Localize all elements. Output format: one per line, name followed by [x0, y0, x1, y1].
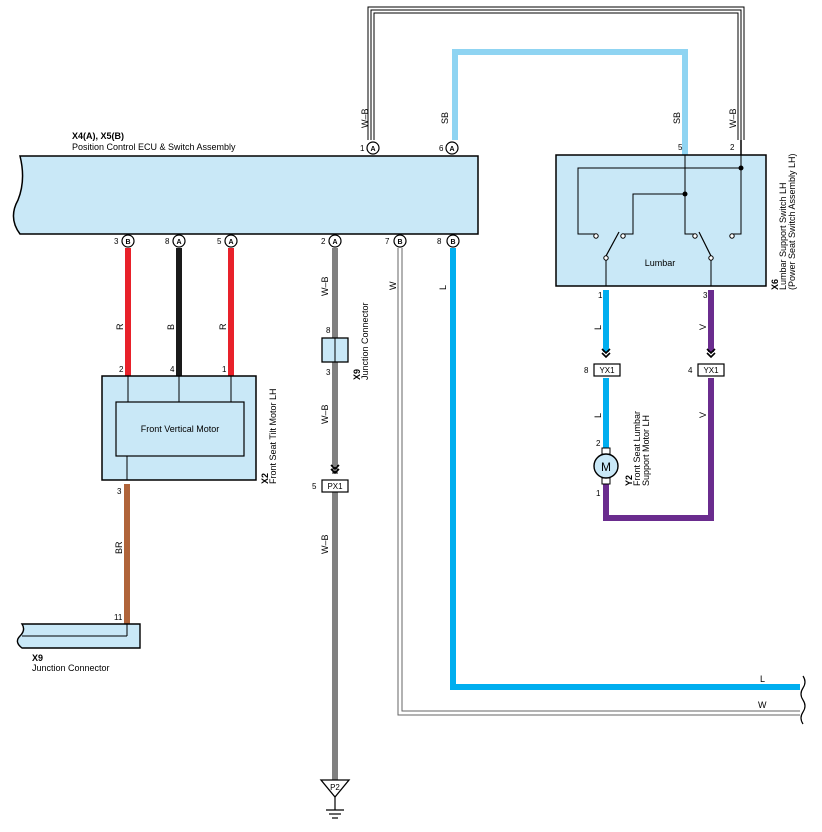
- connector-letter: B: [397, 239, 402, 246]
- ecu-assembly: X4(A), X5(B) Position Control ECU & Swit…: [12, 131, 479, 235]
- wire-label: V: [698, 412, 708, 418]
- jc-top-name: Junction Connector: [360, 302, 370, 380]
- wire-wb-top-loop: [367, 6, 745, 140]
- pin-mot-1: 1: [596, 489, 601, 498]
- connector-letter: A: [370, 146, 375, 153]
- pin-mot-2: 2: [596, 439, 601, 448]
- pin-sw-1: 1: [598, 291, 603, 300]
- connector-px1-label: PX1: [327, 482, 343, 491]
- connector-badge-b: [121, 234, 135, 248]
- ecu-name: Position Control ECU & Switch Assembly: [72, 142, 236, 152]
- connector-letter: B: [125, 239, 130, 246]
- pin-ecu-b8b: 8: [437, 237, 442, 246]
- connector-letter: A: [176, 239, 181, 246]
- lumbar-motor: M: [593, 447, 619, 485]
- wire-label: W–B: [728, 108, 738, 128]
- connector-badge-b: [446, 234, 460, 248]
- lumbar-switch-name: Lumbar Support Switch LH: [778, 182, 788, 290]
- junction-connector-x9-bottom: [16, 623, 141, 649]
- pin-ecu-b3: 3: [114, 237, 119, 246]
- jc-bottom-name: Junction Connector: [32, 663, 110, 673]
- tilt-motor-name: Front Seat Tilt Motor LH: [268, 388, 278, 484]
- pin-ecu-b8a: 8: [165, 237, 170, 246]
- wire-label: BR: [114, 541, 124, 554]
- pin-yx1-4: 4: [688, 366, 693, 375]
- connector-badge-a: [366, 141, 380, 155]
- connector-letter: A: [449, 146, 454, 153]
- wire-label: L: [760, 674, 765, 684]
- wire-label: L: [593, 325, 603, 330]
- lumbar-motor-name-1: Front Seat Lumbar: [632, 411, 642, 486]
- pin-tilt-4: 4: [170, 365, 175, 374]
- connector-px1: [321, 479, 349, 493]
- break-mark: [800, 675, 806, 725]
- lumbar-switch: Lumbar: [555, 154, 767, 287]
- pin-sw-5: 5: [678, 143, 683, 152]
- connector-yx1-left: [593, 363, 621, 377]
- motor-symbol: M: [601, 460, 611, 474]
- connector-badge-b: [393, 234, 407, 248]
- connector-yx1-left-label: YX1: [599, 366, 615, 375]
- pin-jc-3: 3: [326, 368, 331, 377]
- pin-ecu-b7: 7: [385, 237, 390, 246]
- connector-badge-a: [172, 234, 186, 248]
- ecu-id: X4(A), X5(B): [72, 131, 124, 141]
- wire-label: R: [115, 323, 125, 330]
- connector-yx1-right-label: YX1: [703, 366, 719, 375]
- pin-sw-2: 2: [730, 143, 735, 152]
- jc-top-id: X9: [352, 369, 362, 380]
- lumbar-switch-id: X6: [770, 279, 780, 290]
- connector-letter: A: [228, 239, 233, 246]
- connector-badge-a: [224, 234, 238, 248]
- pin-ecu-b5: 5: [217, 237, 222, 246]
- wire-l: [450, 248, 800, 690]
- wire-label: SB: [440, 112, 450, 124]
- jc-bottom-id: X9: [32, 653, 43, 663]
- wire-label: W–B: [320, 404, 330, 424]
- pin-tilt-3: 3: [117, 487, 122, 496]
- tilt-motor-inner-label: Front Vertical Motor: [141, 424, 220, 434]
- pin-ecu-b2: 2: [321, 237, 326, 246]
- connector-badge-a: [328, 234, 342, 248]
- connector-letter: B: [450, 239, 455, 246]
- tilt-motor: Front Vertical Motor: [101, 375, 257, 481]
- tilt-motor-id: X2: [260, 473, 270, 484]
- lumbar-motor-id: Y2: [624, 475, 634, 486]
- wire-label: L: [438, 285, 448, 290]
- wire-sb: [452, 49, 688, 155]
- connector-letter: A: [332, 239, 337, 246]
- pin-yx1-8: 8: [584, 366, 589, 375]
- pin-tilt-1: 1: [222, 365, 227, 374]
- pin-jc-11: 11: [114, 613, 123, 622]
- wire-w: [397, 248, 800, 716]
- wire-label: W: [758, 700, 767, 710]
- ground-symbol: [319, 779, 351, 819]
- wire-label: V: [698, 324, 708, 330]
- connector-badge-a: [445, 141, 459, 155]
- wire-label: B: [166, 324, 176, 330]
- lumbar-switch-sub: (Power Seat Switch Assembly LH): [787, 153, 797, 290]
- wire-label: SB: [672, 112, 682, 124]
- lumbar-motor-name-2: Support Motor LH: [641, 415, 651, 486]
- wire-label: W–B: [360, 108, 370, 128]
- wire-label: W–B: [320, 534, 330, 554]
- pin-tilt-2: 2: [119, 365, 124, 374]
- pin-ecu-top-6: 6: [439, 144, 444, 153]
- pin-ecu-top-1: 1: [360, 144, 365, 153]
- pin-px1-5: 5: [312, 482, 317, 491]
- pin-jc-8: 8: [326, 326, 331, 335]
- wire-label: W–B: [320, 276, 330, 296]
- connector-yx1-right: [697, 363, 725, 377]
- pin-sw-3: 3: [703, 291, 708, 300]
- lumbar-switch-inner-label: Lumbar: [645, 258, 676, 268]
- wire-label: L: [593, 413, 603, 418]
- wire-label: W: [388, 281, 398, 290]
- ground-label: P2: [330, 783, 340, 792]
- wire-v-motor: [603, 378, 714, 521]
- wire-label: R: [218, 323, 228, 330]
